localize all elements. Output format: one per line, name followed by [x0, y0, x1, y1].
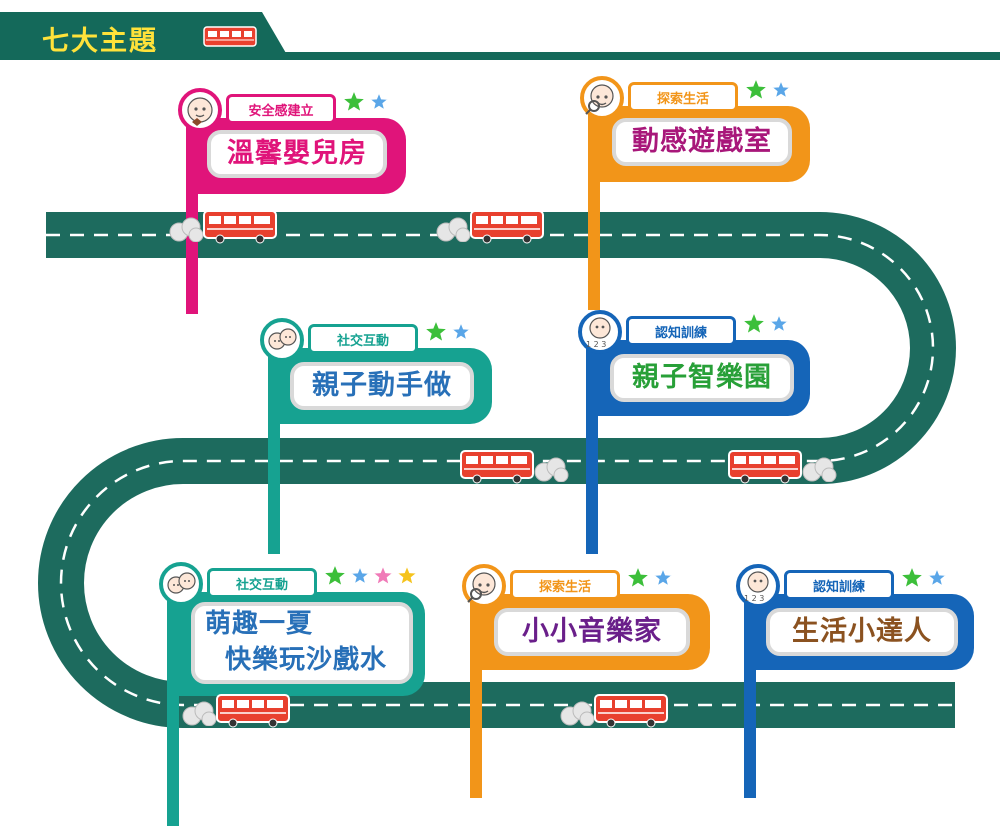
star-icon [742, 76, 770, 103]
theme-category: 社交互動 [207, 568, 317, 598]
two-faces-icon [260, 318, 304, 362]
theme-sign: 探索生活小小音樂家 [462, 564, 786, 798]
header-banner: 七大主題 [0, 12, 1000, 60]
theme-sign: 1 2 3 認知訓練生活小達人 [736, 564, 1000, 798]
bus-icon [203, 210, 277, 244]
theme-category: 安全感建立 [226, 94, 336, 124]
winding-road [38, 212, 956, 728]
banner-line [0, 52, 1000, 60]
theme-category: 認知訓練 [626, 316, 736, 346]
star-icon [340, 88, 368, 115]
number-face-icon: 1 2 3 [578, 310, 622, 354]
theme-category: 探索生活 [510, 570, 620, 600]
magnifier-face-icon [580, 76, 624, 120]
star-icon [926, 567, 948, 588]
decorative-stars [422, 318, 472, 346]
decorative-stars [740, 310, 790, 338]
star-icon [652, 567, 674, 588]
bus-icon [470, 210, 544, 244]
decorative-stars [340, 88, 390, 116]
smoke-icon [169, 217, 204, 242]
star-icon [422, 318, 450, 345]
two-faces-icon [159, 562, 203, 606]
star-icon [624, 564, 652, 591]
theme-sign: 1 2 3 認知訓練親子智樂園 [578, 310, 886, 554]
decorative-stars [624, 564, 674, 592]
theme-category: 探索生活 [628, 82, 738, 112]
star-icon [368, 91, 390, 112]
bus-icon [203, 26, 257, 47]
number-face-icon: 1 2 3 [736, 564, 780, 608]
bus-icon [728, 450, 802, 484]
star-icon [371, 564, 395, 587]
baby-face-icon [178, 88, 222, 132]
theme-sign: 安全感建立溫馨嬰兒房 [178, 88, 482, 314]
svg-text:1 2 3: 1 2 3 [744, 594, 764, 603]
theme-category: 社交互動 [308, 324, 418, 354]
bus-icon [216, 694, 290, 728]
star-icon [740, 310, 768, 337]
svg-text:1 2 3: 1 2 3 [586, 340, 606, 349]
bus-icon [460, 450, 534, 484]
decorative-stars [321, 562, 419, 590]
smoke-icon [534, 457, 569, 482]
theme-sign: 探索生活動感遊戲室 [580, 76, 886, 310]
bus-icon [594, 694, 668, 728]
theme-name: 小小音樂家 [494, 608, 690, 656]
smoke-icon [802, 457, 837, 482]
theme-sign: 社交互動親子動手做 [260, 318, 568, 554]
theme-name: 溫馨嬰兒房 [207, 130, 387, 178]
smoke-icon [182, 701, 217, 726]
star-icon [770, 79, 792, 100]
star-icon [898, 564, 926, 591]
star-icon [450, 321, 472, 342]
star-icon [395, 564, 419, 587]
theme-name-line2: 快樂玩沙戲水 [225, 645, 388, 675]
star-icon [768, 313, 790, 334]
theme-name: 動感遊戲室 [612, 118, 792, 166]
page-title: 七大主題 [42, 26, 158, 57]
star-icon [349, 565, 371, 586]
theme-name-line1: 萌趣一夏 [205, 609, 314, 639]
decorative-stars [898, 564, 948, 592]
smoke-icon [436, 217, 471, 242]
magnifier-face-icon [462, 564, 506, 608]
theme-category: 認知訓練 [784, 570, 894, 600]
theme-name: 親子智樂園 [610, 354, 794, 402]
theme-name: 生活小達人 [766, 608, 958, 656]
smoke-icon [560, 701, 595, 726]
decorative-stars [742, 76, 792, 104]
theme-name: 萌趣一夏快樂玩沙戲水 [191, 602, 413, 684]
theme-name: 親子動手做 [290, 362, 474, 410]
star-icon [321, 562, 349, 589]
theme-sign: 社交互動萌趣一夏快樂玩沙戲水 [159, 562, 501, 826]
